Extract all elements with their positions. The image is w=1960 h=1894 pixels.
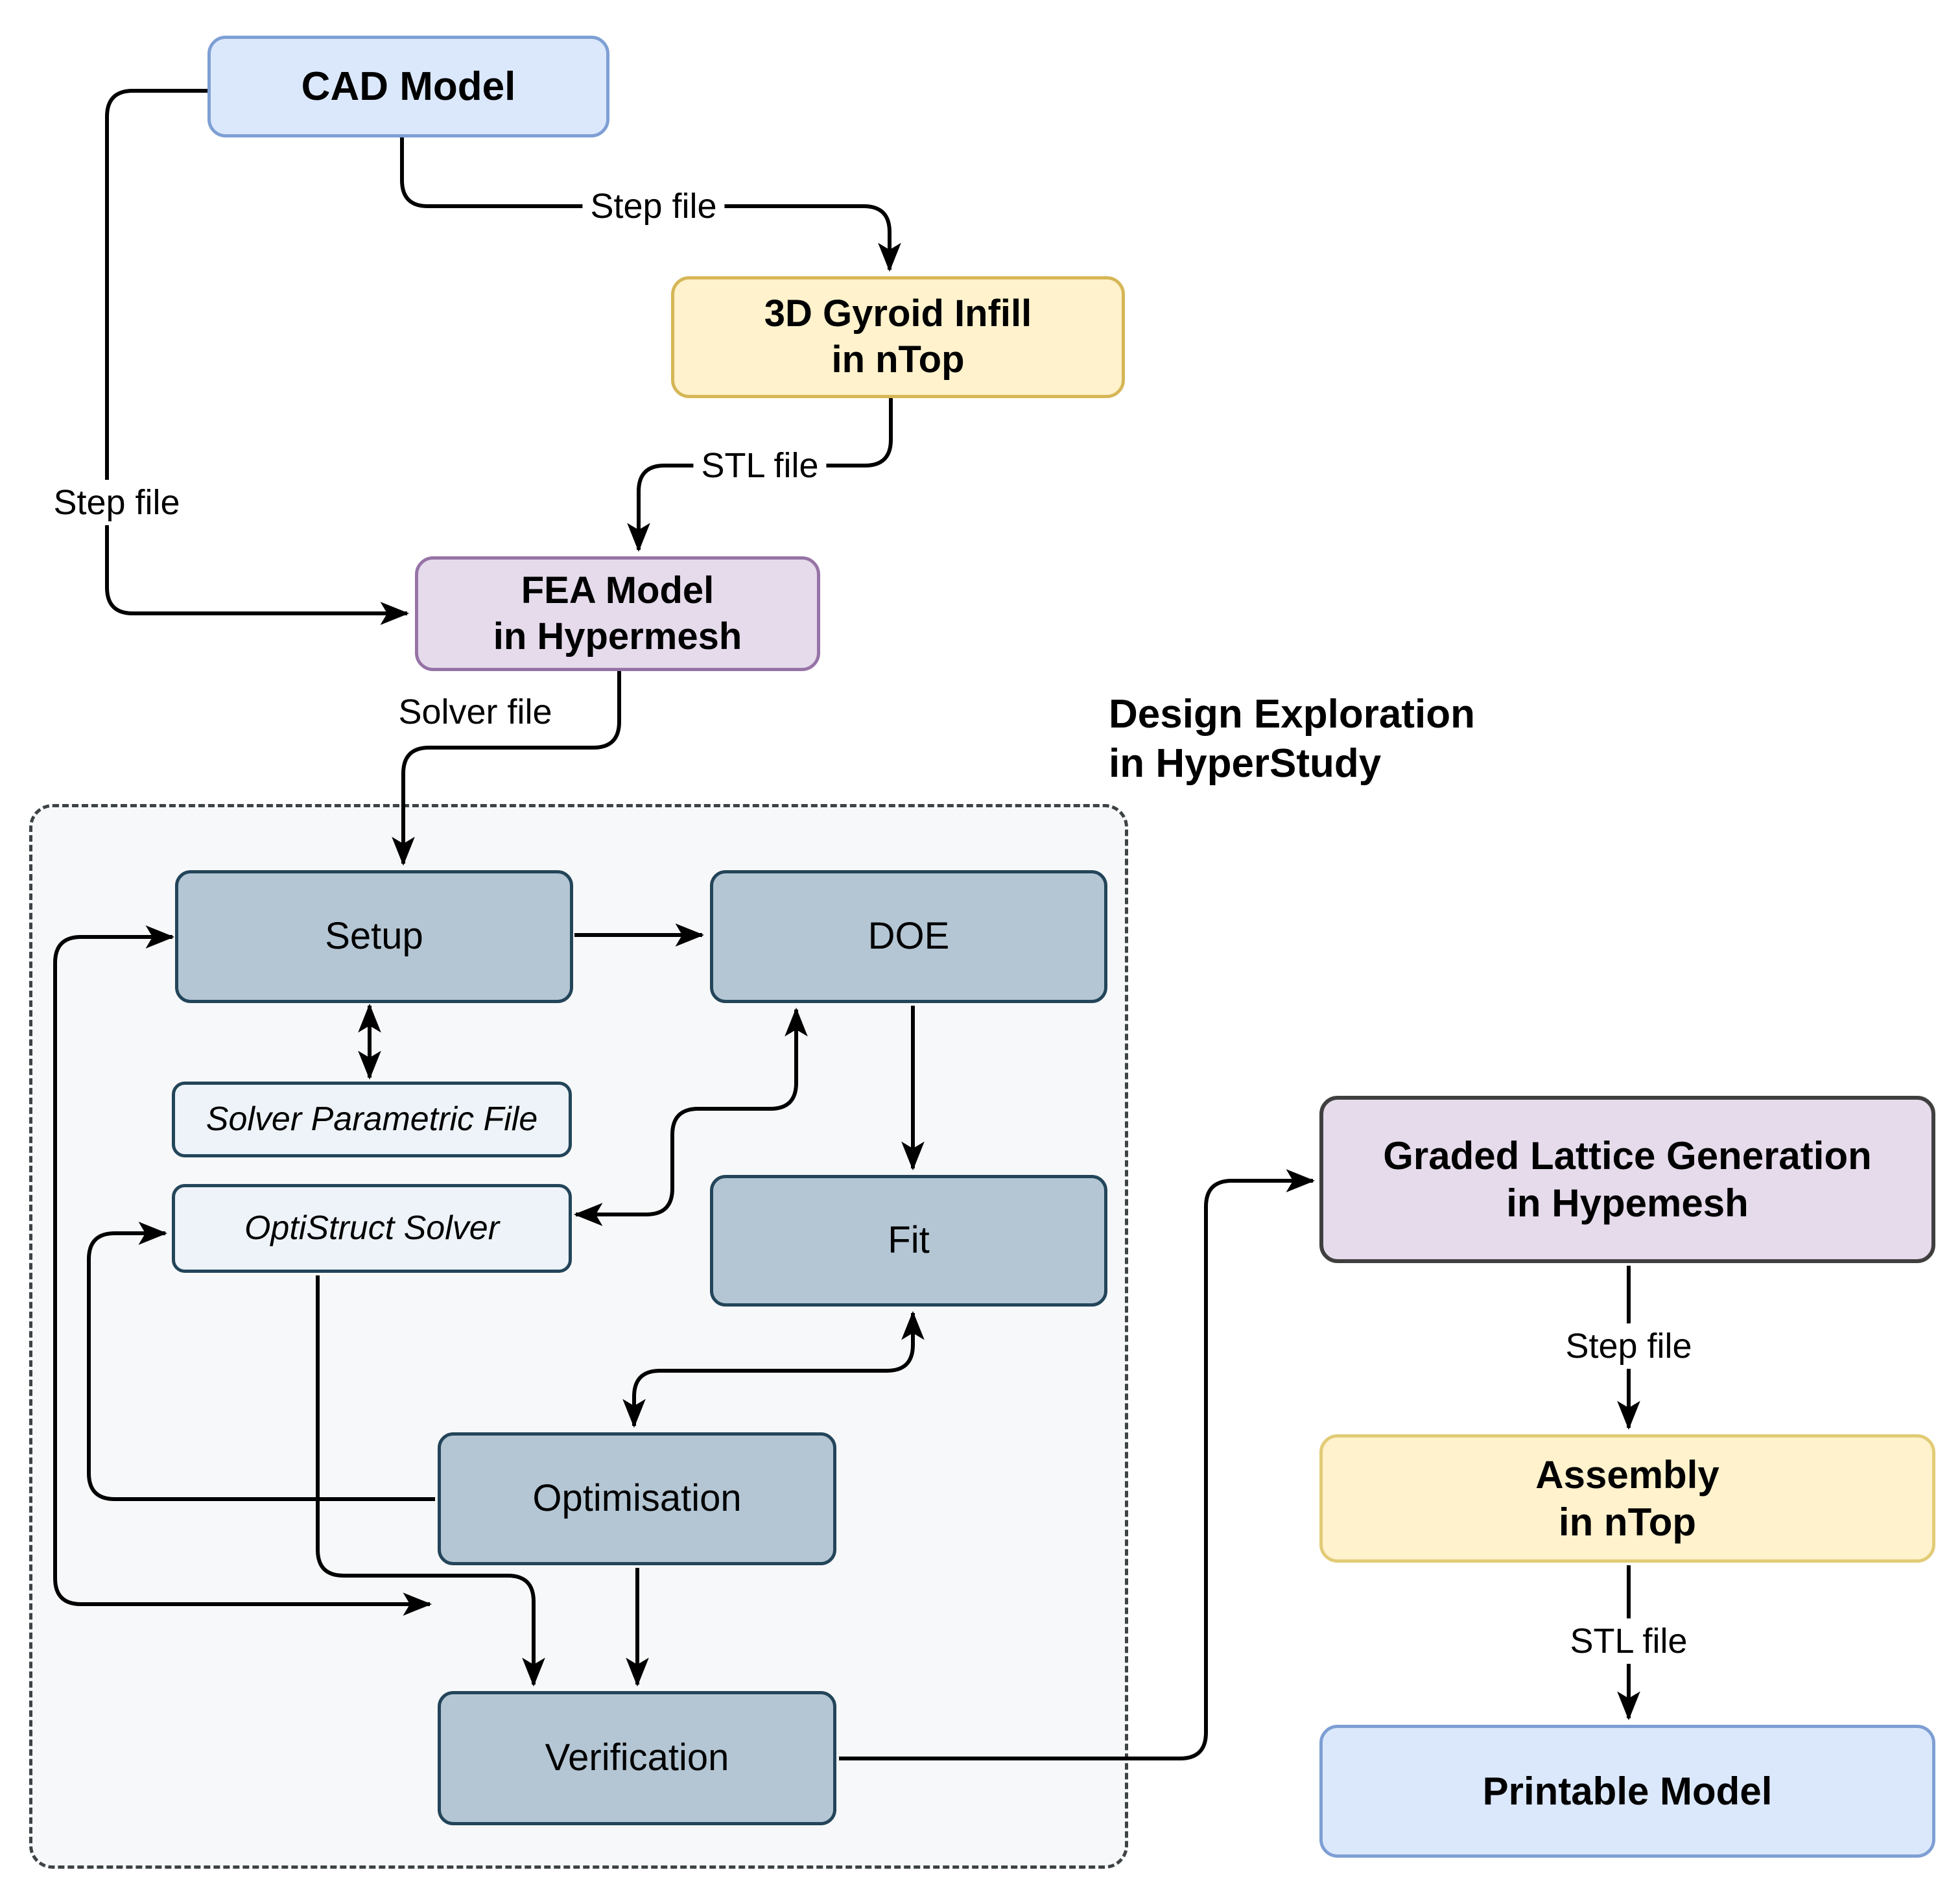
node-verification: Verification [438, 1691, 836, 1825]
edge-label-stl-file-mid: STL file [693, 443, 827, 488]
node-fea-model: FEA Model in Hypermesh [415, 556, 820, 671]
node-fit: Fit [710, 1175, 1107, 1307]
edge-cad-to-fea-arrow [105, 89, 410, 625]
edge-optimisation-to-optistruct-arrow [87, 1222, 435, 1501]
edge-verification-to-gradedlattice-arrow [839, 1169, 1316, 1760]
edge-setup-verification-doublearrow [53, 925, 432, 1616]
node-assembly: Assembly in nTop [1319, 1434, 1935, 1563]
edge-optistruct-to-verification-arrow [316, 1275, 545, 1687]
node-optistruct-solver: OptiStruct Solver [172, 1184, 572, 1273]
node-3d-gyroid-infill: 3D Gyroid Infill in nTop [671, 276, 1125, 398]
node-optimisation: Optimisation [438, 1432, 836, 1565]
edge-fea-to-setup-arrow [392, 671, 621, 866]
node-graded-lattice-generation: Graded Lattice Generation in Hypemesh [1319, 1096, 1935, 1263]
edge-label-step-file-left: Step file [45, 480, 188, 525]
edge-label-solver-file: Solver file [398, 692, 552, 731]
edge-optistruct-doe-doublearrow [573, 1007, 808, 1226]
node-printable-model: Printable Model [1319, 1725, 1935, 1858]
design-exploration-title: Design Exploration in HyperStudy [1109, 692, 1475, 786]
edge-label-step-file-top: Step file [582, 183, 725, 229]
node-cad-model: CAD Model [207, 36, 609, 137]
node-doe: DOE [710, 870, 1107, 1003]
edge-optimisation-fit-doublearrow [622, 1310, 925, 1428]
edge-label-stl-file-right: STL file [1562, 1618, 1695, 1664]
node-solver-parametric-file: Solver Parametric File [172, 1082, 572, 1157]
edge-label-step-file-right: Step file [1557, 1323, 1700, 1369]
node-setup: Setup [175, 870, 573, 1003]
